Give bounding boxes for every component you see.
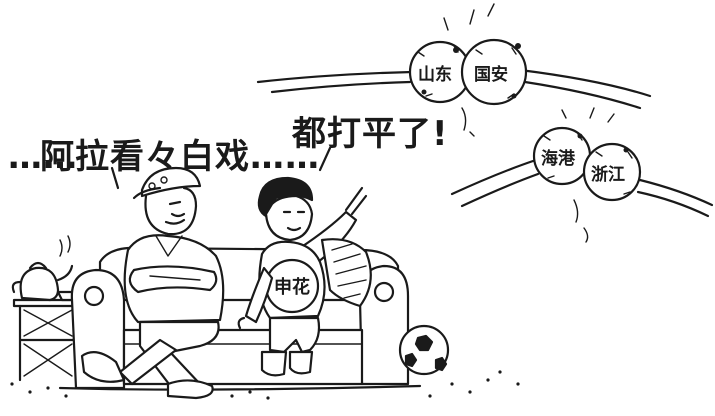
young-man-face — [264, 194, 314, 242]
impact-marks-mid — [561, 107, 615, 123]
old-man-shoe-left — [80, 351, 126, 383]
ball-guoan: 国安 — [460, 38, 528, 106]
ball-trail-top-right — [518, 68, 652, 98]
drip-marks-mid — [573, 199, 589, 243]
striped-banner — [320, 238, 372, 308]
jersey-label: 申花 — [274, 276, 310, 298]
teapot — [11, 235, 74, 302]
young-man-pointing-finger — [344, 186, 368, 216]
ball-trail-top-left-2 — [270, 80, 412, 94]
caption-dots: …… — [8, 137, 78, 177]
old-man-shoe-right — [166, 379, 214, 400]
floor-texture-dots — [10, 370, 520, 400]
young-man-shoe-left — [260, 350, 288, 377]
young-man-hair — [257, 176, 314, 218]
ball-zhejiang: 浙江 — [582, 142, 642, 202]
old-man-arms — [128, 265, 218, 294]
speech-tick-right — [318, 146, 332, 172]
ball-haigang-label: 海港 — [541, 148, 576, 169]
old-man-face — [144, 186, 198, 236]
young-man-shoe-right — [288, 350, 314, 375]
caption-ending-text: 都打平了! — [291, 114, 449, 154]
ball-guoan-label: 国安 — [474, 64, 508, 85]
ball-haigang: 海港 — [532, 126, 592, 186]
ball-shandong-label: 山东 — [418, 64, 452, 85]
ball-trail-mid-right-2 — [636, 190, 710, 218]
ball-trail-top-right-2 — [523, 80, 642, 110]
young-man: 申花 — [237, 176, 372, 377]
drip-marks-top — [461, 107, 475, 137]
speech-tick-left — [110, 166, 120, 190]
ball-trail-top-left — [256, 70, 414, 84]
ball-trail-mid-left-2 — [460, 172, 540, 208]
old-man — [80, 166, 225, 400]
ball-zhejiang-label: 浙江 — [591, 164, 625, 185]
young-man-legs — [268, 316, 321, 354]
ball-trail-mid-left — [450, 158, 538, 196]
ball-trail-mid-right — [638, 178, 714, 207]
old-man-cap-brim — [132, 186, 162, 200]
impact-marks-top — [443, 3, 495, 31]
floor-soccer-ball — [398, 324, 450, 376]
